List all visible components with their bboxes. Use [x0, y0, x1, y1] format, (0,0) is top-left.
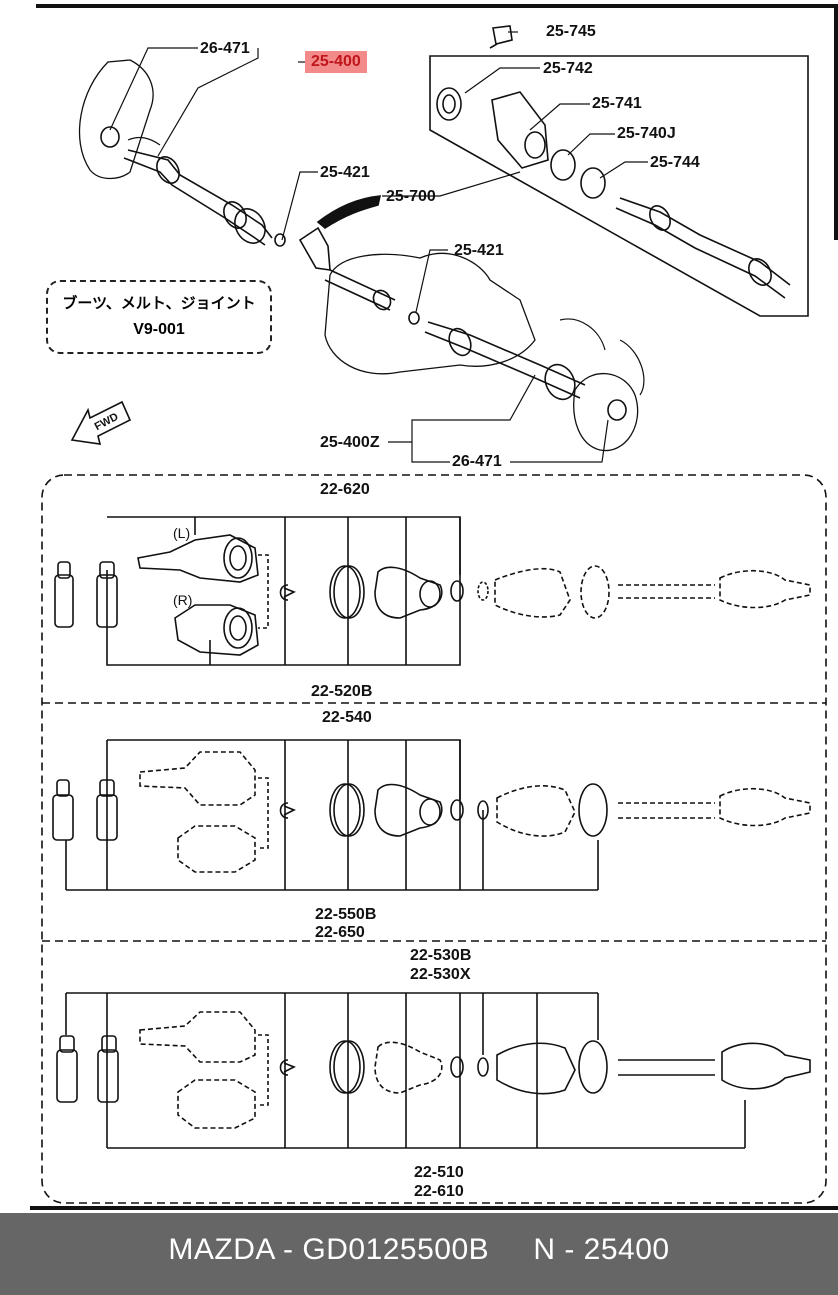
panel-2-parts — [52, 739, 811, 891]
fwd-arrow — [70, 400, 132, 445]
label-panel2-bottom-2[interactable]: 22-650 — [315, 924, 365, 941]
label-panel3-bottom-1[interactable]: 22-510 — [414, 1164, 464, 1181]
center-joint-shaft — [324, 269, 396, 311]
variants-frame — [41, 474, 827, 1204]
dust-seal-part — [436, 87, 462, 121]
leader-lines-top — [109, 31, 648, 463]
left-hub-knuckle — [78, 59, 154, 180]
panel-3-parts — [56, 992, 811, 1149]
label-hub-nut-left[interactable]: 26-471 — [200, 40, 250, 57]
label-seal[interactable]: 25-744 — [650, 154, 700, 171]
bearing-part — [550, 149, 576, 181]
note-japanese-text: ブーツ、メルト、ジョイント — [62, 294, 256, 312]
label-panel3-top-1[interactable]: 22-530B — [410, 947, 472, 964]
label-clip-lower[interactable]: 25-421 — [454, 242, 504, 259]
footer-part-number-text: MAZDA - GD0125500B N - 25400 — [168, 1233, 670, 1266]
transaxle-outline — [324, 252, 536, 375]
label-panel3-top-2[interactable]: 22-530X — [410, 966, 471, 983]
panel-1-parts — [54, 516, 811, 666]
right-hub-knuckle — [573, 373, 639, 452]
label-panel3-bottom-2[interactable]: 22-610 — [414, 1183, 464, 1200]
note-box: ブーツ、メルト、ジョイント V9-001 — [46, 280, 272, 354]
label-joint-shaft-assy[interactable]: 25-700 — [386, 188, 436, 205]
label-dust-seal[interactable]: 25-742 — [543, 60, 593, 77]
label-hub-nut-right[interactable]: 26-471 — [452, 453, 502, 470]
label-driveshaft-highlight[interactable]: 25-400 — [305, 51, 367, 73]
label-bearing[interactable]: 25-740J — [617, 125, 676, 142]
label-bracket[interactable]: 25-741 — [592, 95, 642, 112]
assembly-inset-frame — [429, 55, 809, 317]
label-clip-upper[interactable]: 25-421 — [320, 164, 370, 181]
label-panel1-top[interactable]: 22-620 — [320, 481, 370, 498]
label-panel1-bottom[interactable]: 22-520B — [311, 683, 373, 700]
label-panel1-right-mark: (R) — [173, 592, 193, 608]
left-driveshaft — [123, 149, 273, 246]
label-panel1-left-mark: (L) — [173, 525, 191, 541]
part-number-footer: MAZDA - GD0125500B N - 25400 — [0, 1213, 838, 1295]
note-code[interactable]: V9-001 — [133, 321, 185, 338]
right-driveshaft — [424, 321, 586, 401]
bracket-part — [491, 91, 549, 169]
label-bolt[interactable]: 25-745 — [546, 23, 596, 40]
label-panel2-bottom-1[interactable]: 22-550B — [315, 906, 377, 923]
label-driveshaft-right[interactable]: 25-400Z — [320, 434, 380, 451]
label-panel2-top[interactable]: 22-540 — [322, 709, 372, 726]
